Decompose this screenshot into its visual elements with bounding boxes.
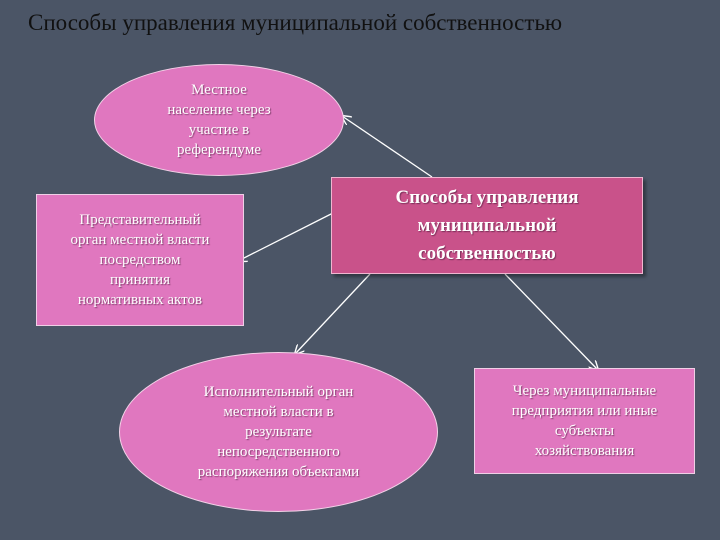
- connector-to-executive: [295, 273, 371, 354]
- center-node: Способы управления муниципальной собстве…: [331, 177, 643, 274]
- node-representative-body: Представительный орган местной власти по…: [36, 194, 244, 326]
- slide-title: Способы управления муниципальной собстве…: [28, 10, 563, 35]
- center-node-text: Способы управления муниципальной собстве…: [395, 186, 579, 264]
- node-executive-text: Исполнительный орган местной власти в ре…: [197, 384, 360, 480]
- node-representative-text: Представительный орган местной власти по…: [70, 212, 210, 308]
- connector-to-enterprises: [504, 273, 598, 370]
- node-enterprises: Через муниципальные предприятия или иные…: [474, 368, 695, 474]
- connector-to-representative: [238, 212, 334, 261]
- node-executive-body: Исполнительный орган местной власти в ре…: [119, 352, 438, 512]
- node-enterprises-text: Через муниципальные предприятия или иные…: [511, 383, 658, 459]
- node-referendum: Местное население через участие в рефере…: [94, 64, 344, 176]
- node-referendum-text: Местное население через участие в рефере…: [167, 82, 271, 158]
- connector-to-referendum: [342, 116, 433, 178]
